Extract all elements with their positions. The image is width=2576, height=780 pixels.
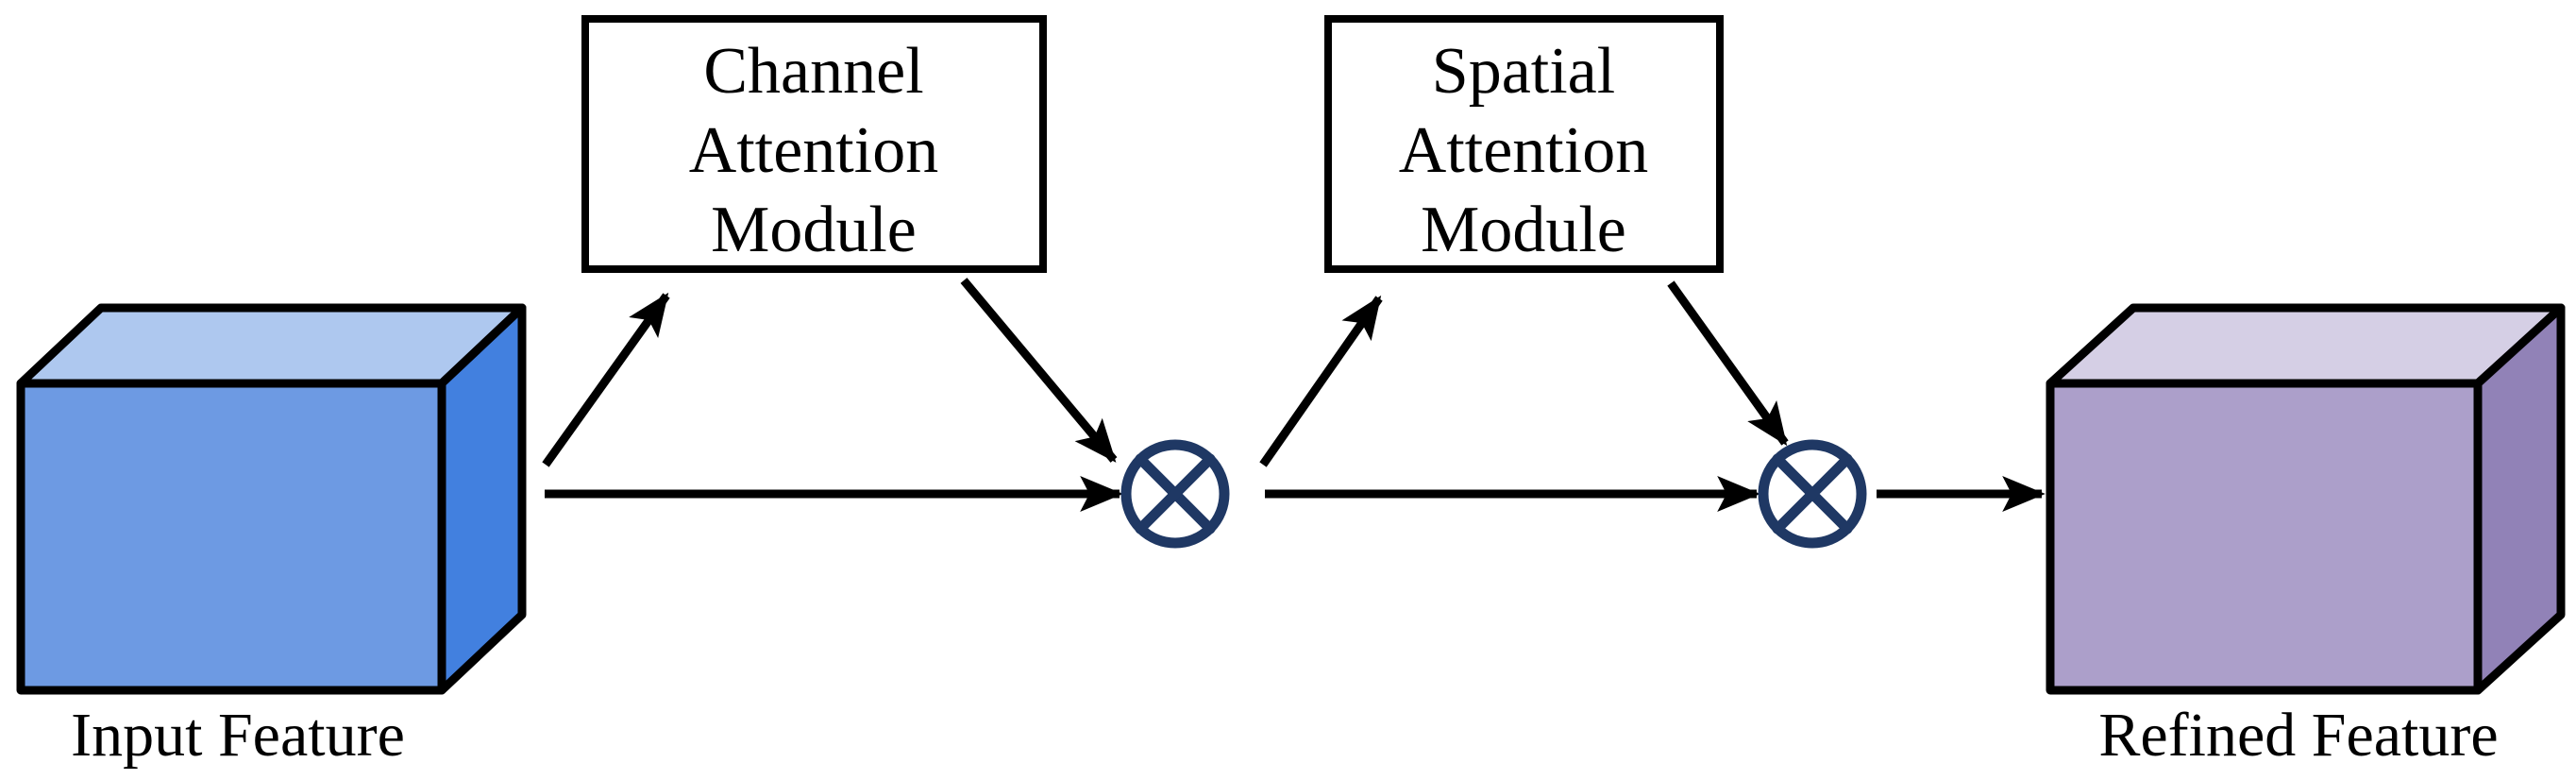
refined-cube-front-face (2046, 379, 2483, 695)
spatial-attention-line-3: Module (1421, 194, 1626, 266)
refined-feature-label: Refined Feature (2098, 701, 2498, 770)
channel-attention-box-rect (581, 15, 1047, 273)
multiply2-cross-line-b (1772, 453, 1853, 534)
refined-feature-cube (2046, 303, 2566, 695)
input-cube-top-face (16, 303, 527, 388)
input-feature-cube (16, 303, 527, 695)
spatial-attention-line-1: Spatial (1432, 35, 1615, 108)
spatial-attention-box: Spatial Attention Module (1324, 15, 1724, 273)
multiply-operator-2 (1758, 439, 1867, 549)
spatial-attention-line-2: Attention (1399, 114, 1648, 187)
multiply-operator-1 (1120, 439, 1230, 549)
arrow-multiply1-to-spatial (1259, 295, 1383, 467)
arrow-channel-to-multiply1 (960, 278, 1118, 463)
channel-attention-line-3: Module (711, 194, 917, 266)
channel-attention-line-2: Attention (689, 114, 938, 187)
flow-arrows (542, 278, 2046, 512)
channel-attention-box: Channel Attention Module (581, 15, 1047, 273)
arrow-input-to-channel (542, 292, 670, 467)
input-feature-label: Input Feature (71, 701, 405, 770)
input-cube-front-face (16, 379, 446, 695)
multiply1-cross-line-b (1135, 453, 1216, 534)
spatial-attention-box-rect (1324, 15, 1724, 273)
channel-attention-line-1: Channel (703, 35, 923, 108)
arrow-spatial-to-multiply2 (1667, 280, 1789, 447)
